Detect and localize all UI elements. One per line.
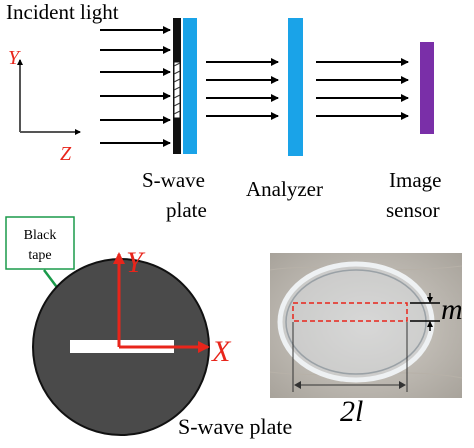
- callout-line2: tape: [28, 248, 51, 263]
- axis-y-label-bottom: Y: [126, 246, 146, 279]
- sensor-label-line1: Image: [389, 168, 441, 192]
- image-sensor: [420, 42, 434, 134]
- sensor-label-line2: sensor: [386, 198, 440, 222]
- axes-yz: [17, 59, 81, 135]
- incident-light-label: Incident light: [6, 0, 119, 24]
- arrows-plate-to-analyzer: [206, 58, 279, 120]
- analyzer-plate: [288, 18, 303, 156]
- dim-m-label: m: [441, 293, 463, 326]
- axis-z-label-top: Z: [60, 143, 72, 165]
- bottom-caption: S-wave plate: [178, 414, 292, 439]
- swave-label-line1: S-wave: [142, 168, 205, 192]
- callout-line1: Black: [24, 228, 57, 243]
- incident-arrows: [100, 26, 171, 147]
- axes-xy-bottom: [113, 252, 210, 353]
- swave-plate-photo: [269, 253, 463, 398]
- axis-y-label-top: Y: [8, 47, 21, 69]
- dim-2l-label: 2l: [340, 395, 363, 428]
- axis-x-label-bottom: X: [211, 335, 232, 368]
- swave-label-line2: plate: [166, 198, 207, 222]
- arrows-analyzer-to-sensor: [316, 58, 409, 120]
- analyzer-label: Analyzer: [246, 177, 323, 201]
- black-tape-callout: [5, 216, 75, 270]
- swave-plate-top: [173, 18, 197, 154]
